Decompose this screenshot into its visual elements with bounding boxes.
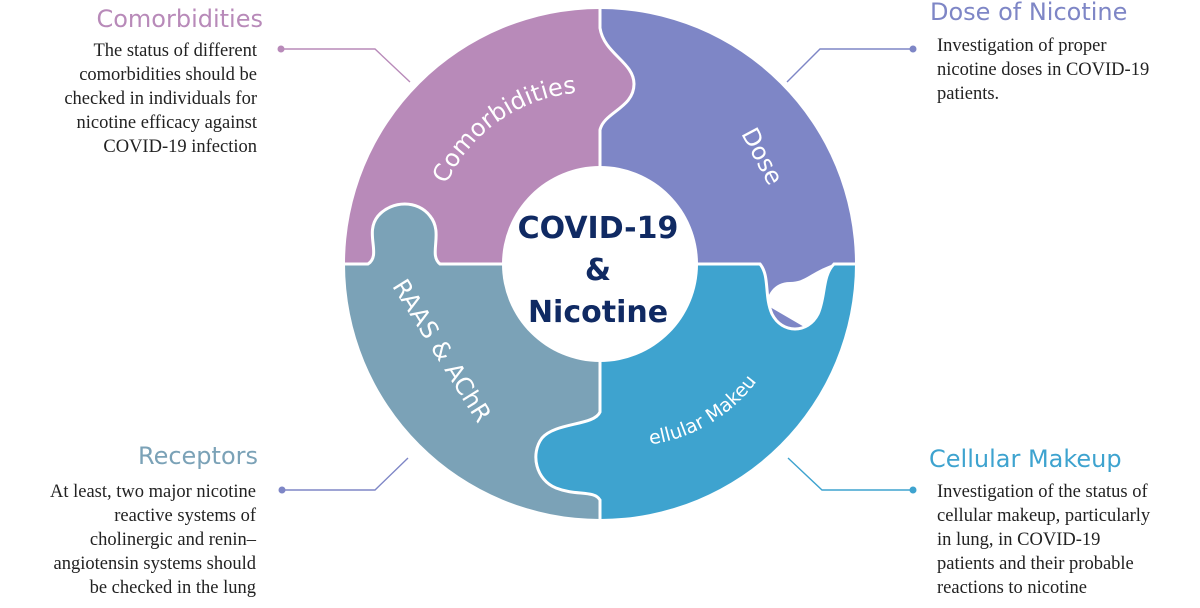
callout-line: comorbidities should be	[79, 65, 257, 85]
callout-line: COVID-19 infection	[103, 137, 257, 157]
callout-line: reactions to nicotine	[937, 578, 1087, 598]
connector-comorbidities	[281, 48, 411, 83]
callout-title-cellular: Cellular Makeup	[929, 445, 1122, 473]
callout-line: nicotine doses in COVID-19	[937, 60, 1149, 80]
connector-cellular	[787, 457, 913, 491]
callout-line: cellular makeup, particularly	[937, 506, 1151, 526]
callout-line: At least, two major nicotine	[50, 482, 256, 502]
connector-dot-receptors	[278, 486, 286, 494]
callout-line: Investigation of proper	[937, 36, 1107, 56]
callout-line: nicotine efficacy against	[77, 113, 258, 133]
callout-line: patients and their probable	[937, 554, 1134, 574]
connector-dot-comorbidities	[277, 45, 285, 53]
callout-line: Investigation of the status of	[937, 482, 1148, 502]
callout-line: cholinergic and renin–	[90, 530, 257, 550]
callout-title-receptors: Receptors	[138, 442, 258, 470]
puzzle-piece-cellular	[535, 264, 855, 519]
puzzle-piece-dose	[600, 9, 855, 334]
callout-title-comorbidities: Comorbidities	[96, 5, 263, 33]
callout-line: in lung, in COVID-19	[937, 530, 1100, 550]
puzzle-piece-receptors	[345, 204, 600, 519]
callout-line: be checked in the lung	[90, 578, 256, 598]
puzzle-ring	[345, 9, 855, 519]
connector-dot-dose	[909, 45, 917, 53]
center-line-3: Nicotine	[528, 295, 668, 330]
center-line-1: COVID-19	[518, 211, 679, 246]
connector-receptors	[282, 457, 409, 491]
center-line-2: &	[585, 253, 611, 288]
callout-line: The status of different	[93, 41, 257, 61]
callout-line: reactive systems of	[114, 506, 257, 526]
connector-dose	[786, 48, 913, 83]
callout-receptors: Receptors At least, two major nicotine r…	[50, 442, 258, 598]
callout-line: checked in individuals for	[64, 89, 257, 109]
callout-line: angiotensin systems should	[54, 554, 257, 574]
connector-dot-cellular	[909, 486, 917, 494]
callout-comorbidities: Comorbidities The status of different co…	[64, 5, 263, 157]
callout-title-dose: Dose of Nicotine	[930, 0, 1127, 26]
center-disc	[502, 166, 698, 362]
callout-cellular: Cellular Makeup Investigation of the sta…	[929, 445, 1151, 598]
puzzle-piece-comorbidities	[345, 9, 634, 264]
center-title: COVID-19 & Nicotine	[518, 211, 679, 330]
connector-lines	[277, 45, 917, 494]
callout-line: patients.	[937, 84, 999, 104]
callout-dose: Dose of Nicotine Investigation of proper…	[930, 0, 1149, 104]
